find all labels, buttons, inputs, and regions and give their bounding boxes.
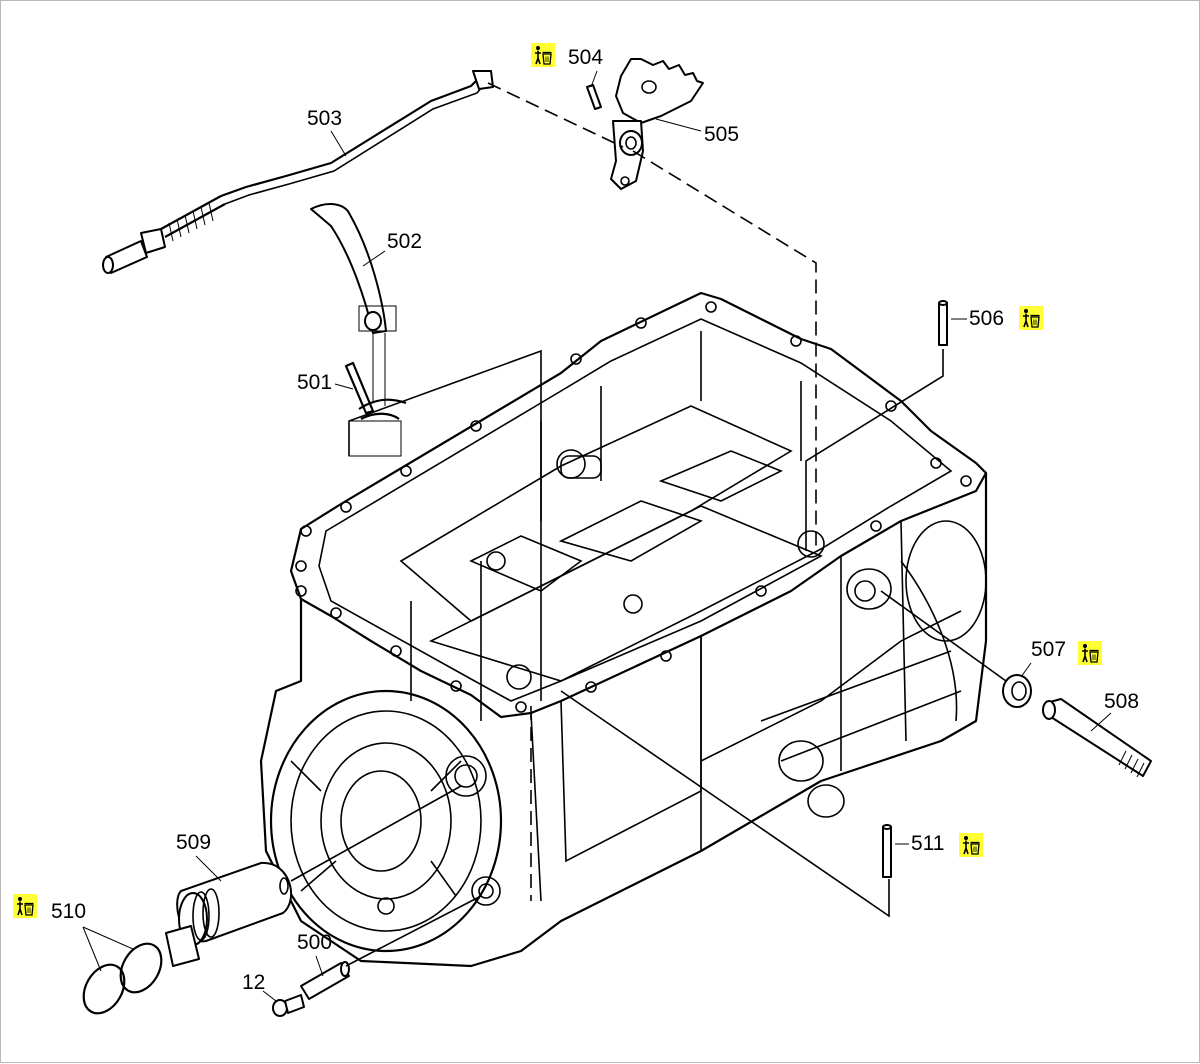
callout-507: 507: [1031, 638, 1066, 661]
leader-500: [315, 955, 324, 977]
part-511-pin: [882, 824, 892, 878]
part-507-washer: [1002, 674, 1032, 708]
callout-511: 511: [911, 832, 944, 855]
callout-506: 506: [969, 307, 1004, 330]
bell-housing: [269, 689, 503, 953]
leader-509: [195, 855, 222, 882]
case-internal-webs: [399, 331, 825, 721]
alignment-lines: [290, 82, 1007, 967]
callout-501: 501: [297, 371, 332, 394]
leader-504: [590, 70, 598, 88]
callout-510: 510: [51, 900, 86, 923]
discard-icon-510: [12, 893, 38, 919]
callout-500: 500: [297, 931, 332, 954]
part-509-sleeve: [165, 861, 292, 967]
leader-505: [655, 118, 702, 132]
callout-504: 504: [568, 46, 603, 69]
leader-510-a: [82, 926, 102, 972]
leader-510-b: [82, 926, 134, 950]
callout-502: 502: [387, 230, 422, 253]
part-500-pin: [300, 961, 350, 1000]
discard-icon-511: [958, 832, 984, 858]
case-right-bosses: [778, 520, 987, 818]
callout-505: 505: [704, 123, 739, 146]
callout-12: 12: [242, 971, 265, 994]
leader-503: [330, 130, 347, 157]
callout-509: 509: [176, 831, 211, 854]
part-508-shaft: [1042, 698, 1152, 778]
leader-501: [334, 383, 354, 390]
part-504-pin: [586, 84, 602, 110]
discard-icon-507: [1077, 640, 1103, 666]
part-510-o-rings: [82, 942, 163, 1015]
part-503-rod: [102, 70, 494, 274]
discard-icon-504: [530, 42, 556, 68]
leader-12: [262, 990, 277, 1002]
case-top-flange: [289, 291, 988, 719]
transmission-case: [259, 291, 988, 968]
case-lower-body: [259, 473, 988, 968]
leader-502: [362, 250, 386, 267]
discard-icon-506: [1018, 305, 1044, 331]
part-501-clip: [344, 333, 407, 457]
callout-508: 508: [1104, 690, 1139, 713]
part-12-bolt: [272, 994, 305, 1017]
part-506-pin: [938, 300, 948, 346]
part-502-shoe: [310, 203, 397, 334]
callout-503: 503: [307, 107, 342, 130]
leader-508: [1090, 712, 1112, 732]
part-505-detent-lever: [610, 58, 704, 190]
leader-507: [1020, 662, 1032, 678]
case-inner-rim: [318, 318, 953, 702]
